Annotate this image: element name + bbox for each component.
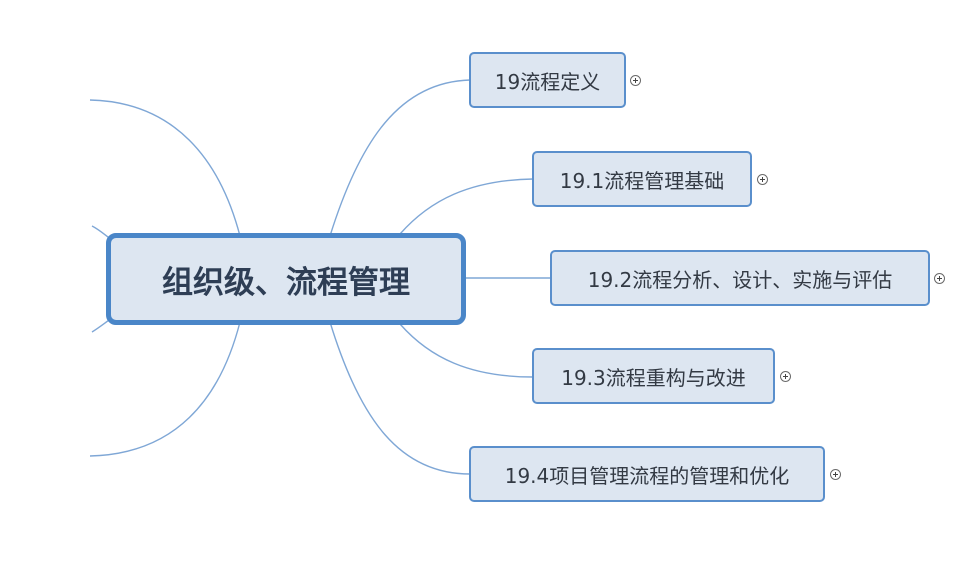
central-topic-label: 组织级、流程管理: [162, 264, 410, 301]
subtopic-process-definition[interactable]: 19流程定义: [469, 52, 626, 108]
subtopic-process-management-basics[interactable]: 19.1流程管理基础: [532, 151, 752, 207]
connector-subtopic-1: [399, 178, 534, 235]
subtopic-label: 19.3流程重构与改进: [561, 365, 746, 390]
connector-subtopic-3: [399, 323, 534, 378]
subtopic-process-analysis-design[interactable]: 19.2流程分析、设计、实施与评估: [550, 250, 930, 306]
subtopic-label: 19.1流程管理基础: [559, 168, 725, 193]
expand-plus-icon[interactable]: [780, 371, 791, 382]
expand-plus-icon[interactable]: [934, 273, 945, 284]
subtopic-label: 19流程定义: [494, 69, 601, 94]
connector-left-1: [89, 99, 241, 237]
subtopic-project-process-optimization[interactable]: 19.4项目管理流程的管理和优化: [469, 446, 825, 502]
subtopic-label: 19.2流程分析、设计、实施与评估: [587, 267, 893, 292]
subtopic-label: 19.4项目管理流程的管理和优化: [504, 463, 790, 488]
expand-plus-icon[interactable]: [757, 174, 768, 185]
expand-plus-icon[interactable]: [630, 75, 641, 86]
connector-subtopic-0: [329, 79, 471, 237]
connector-left-4: [89, 321, 241, 457]
central-topic[interactable]: 组织级、流程管理: [106, 233, 466, 325]
connector-subtopic-4: [329, 321, 471, 475]
expand-plus-icon[interactable]: [830, 469, 841, 480]
subtopic-process-restructure[interactable]: 19.3流程重构与改进: [532, 348, 775, 404]
